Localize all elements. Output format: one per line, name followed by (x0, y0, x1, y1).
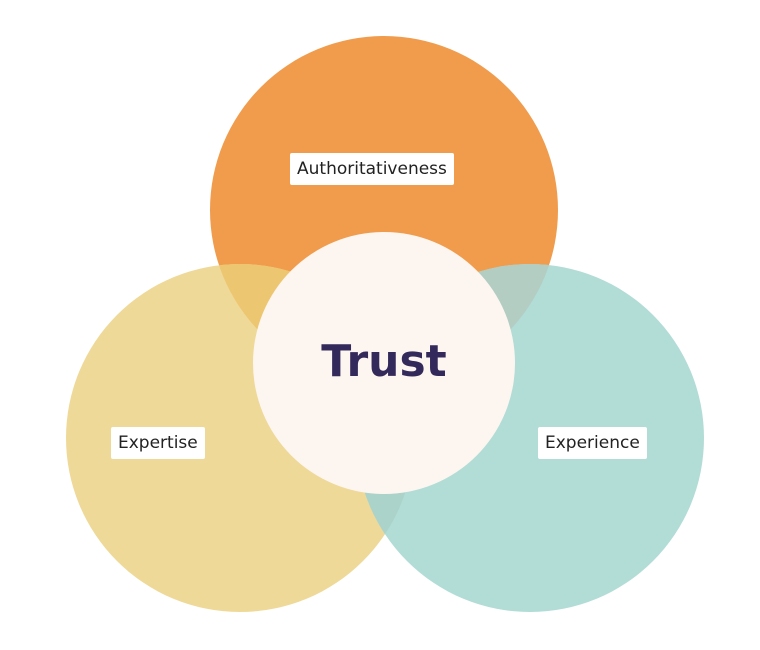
center-label-trust: Trust (321, 336, 447, 387)
circle-trust (253, 232, 515, 494)
label-expertise: Expertise (111, 427, 205, 459)
label-authoritativeness: Authoritativeness (290, 153, 454, 185)
label-experience: Experience (538, 427, 647, 459)
